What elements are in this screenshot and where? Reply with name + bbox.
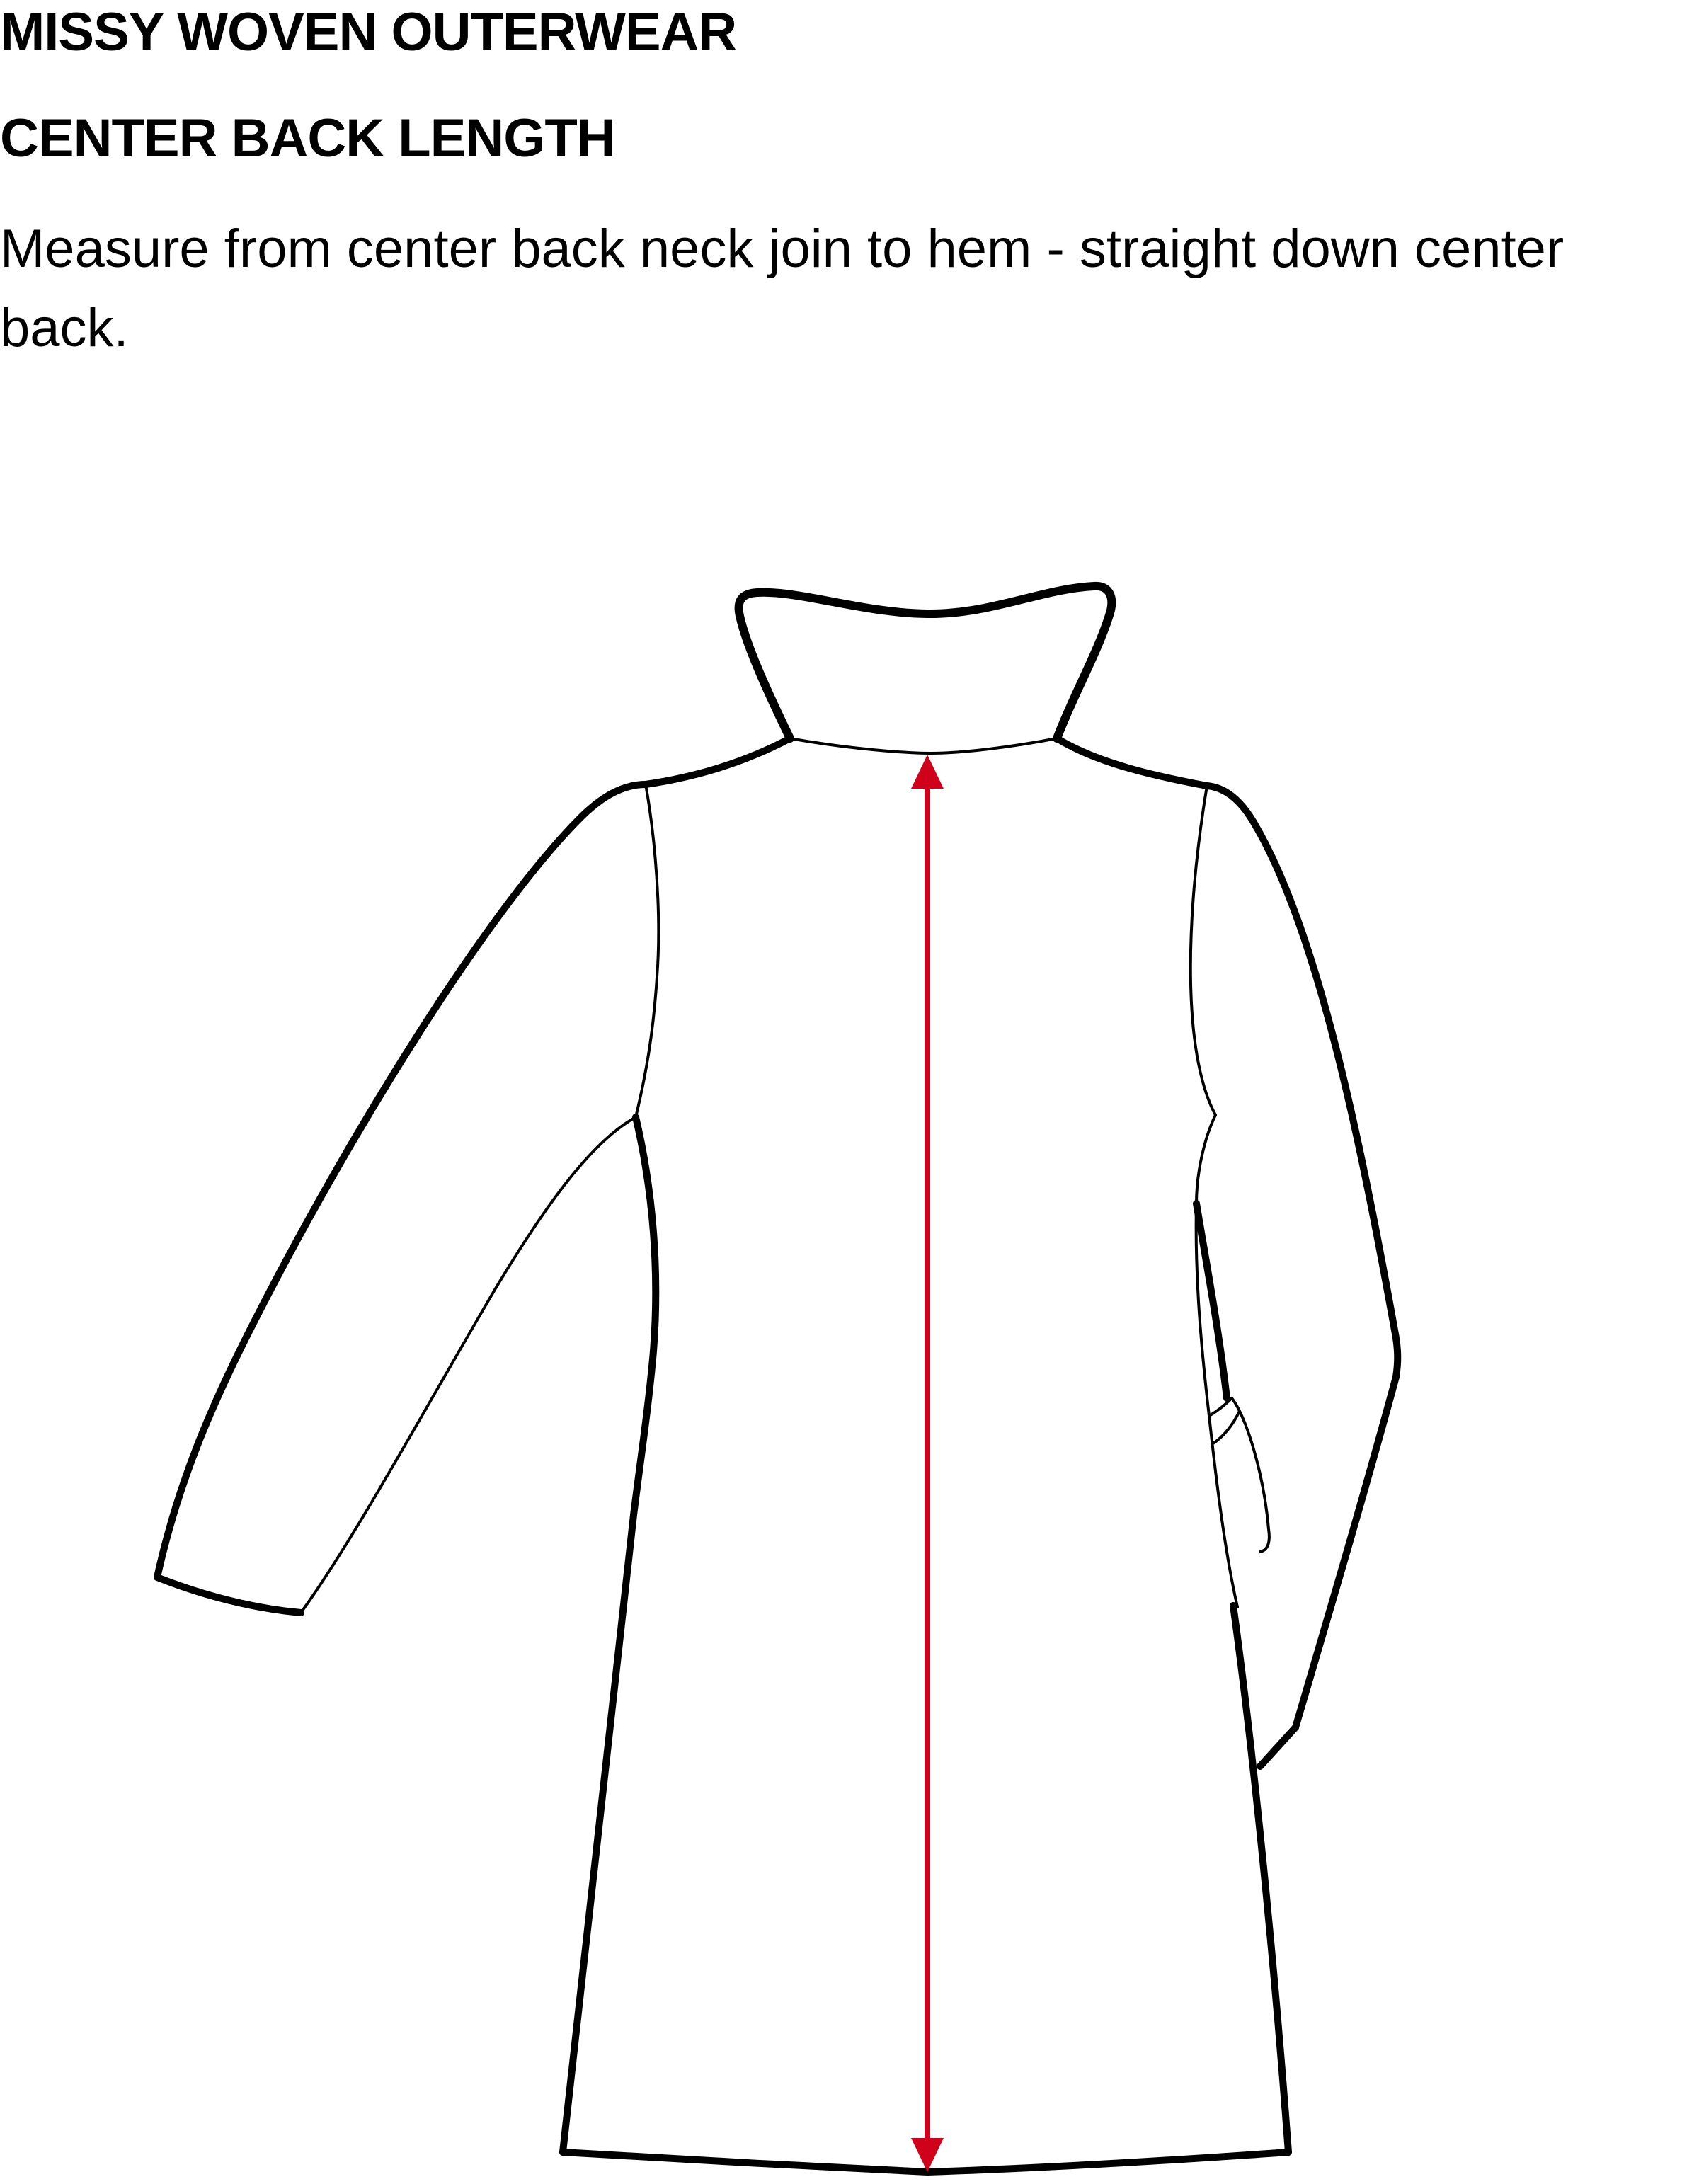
- right-pocket-opening: [1194, 1202, 1211, 1417]
- left-side-seam: [559, 1114, 660, 2156]
- right-body-side: [1230, 1602, 1292, 2156]
- left-shoulder: [642, 735, 794, 788]
- collar-seam: [789, 737, 1058, 755]
- left-sleeve-inner: [299, 1116, 637, 1614]
- right-armhole-seam: [1189, 784, 1217, 1116]
- right-shoulder: [1053, 735, 1211, 789]
- measurement-instruction: Measure from center back neck join to he…: [0, 219, 1564, 358]
- right-sleeve-cuff: [1257, 1724, 1299, 1770]
- right-hand-in-pocket: [1230, 1397, 1271, 1553]
- right-body-lower-seam: [1208, 1414, 1239, 1608]
- center-back-length-measure: [911, 755, 944, 2172]
- measurement-heading: CENTER BACK LENGTH: [0, 108, 616, 168]
- right-sleeve-outer: [1203, 782, 1402, 1380]
- left-armhole-seam: [634, 783, 660, 1119]
- right-pocket-edge: [1193, 1200, 1230, 1402]
- double-arrow-icon: [911, 755, 944, 789]
- right-sleeve-front: [1292, 1373, 1400, 1731]
- left-sleeve-outer: [154, 781, 649, 1581]
- document-title: MISSY WOVEN OUTERWEAR: [0, 2, 737, 62]
- right-side-seam: [1195, 1114, 1217, 1205]
- collar-outline: [734, 581, 1116, 743]
- double-arrow-icon: [911, 2138, 944, 2172]
- right-pocket-welt-bottom: [1211, 1411, 1240, 1446]
- right-pocket-welt-top: [1208, 1397, 1233, 1417]
- left-sleeve-cuff: [154, 1574, 304, 1616]
